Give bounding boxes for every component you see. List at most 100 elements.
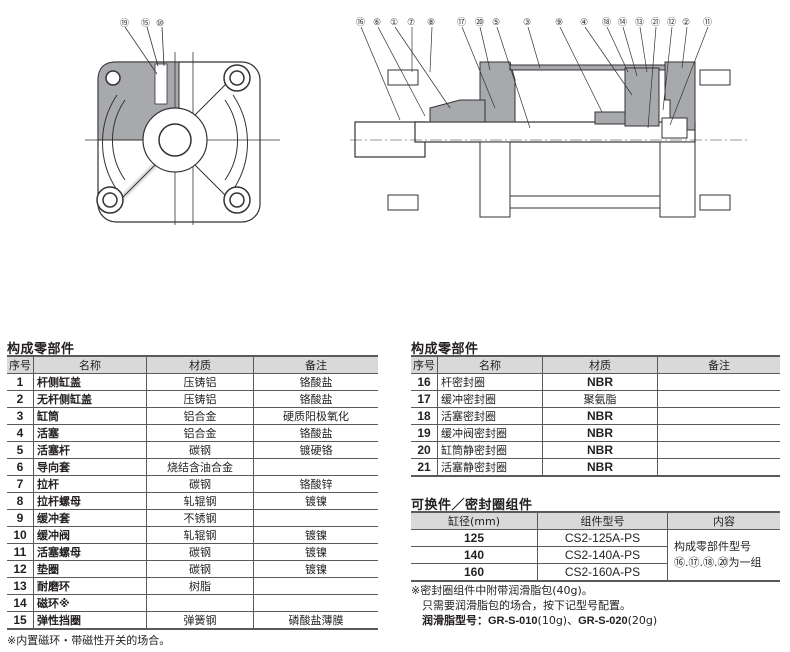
material-cell: 铝合金 (146, 407, 254, 425)
material-cell: 碳钢 (146, 560, 254, 578)
part-name-cell: 活塞 (33, 424, 147, 442)
kit-no-cell: CS2-125A-PS (537, 529, 668, 547)
row-number-cell: 2 (7, 390, 34, 408)
col-header-remark: 备注 (657, 355, 780, 374)
part-name-cell: 拉杆 (33, 475, 147, 493)
kit-no-cell: CS2-160A-PS (537, 563, 668, 582)
remark-cell (657, 424, 780, 442)
part-name-cell: 缸筒静密封圈 (437, 441, 543, 459)
row-number-cell: 3 (7, 407, 34, 425)
material-cell: 碳钢 (146, 543, 254, 561)
callout-11: ⑪ (703, 17, 712, 27)
material-cell: 聚氨脂 (542, 390, 658, 408)
row-number-cell: 6 (7, 458, 34, 476)
grease-model-2: GR-S-020 (578, 615, 628, 627)
part-name-cell: 活塞密封圈 (437, 407, 543, 425)
row-number-cell: 10 (7, 526, 34, 544)
material-cell: 轧辊钢 (146, 492, 254, 510)
row-number-cell: 18 (411, 407, 438, 425)
row-number-cell: 20 (411, 441, 438, 459)
callout-15: ⑮ (141, 18, 150, 28)
note-line-2: 只需要润滑脂包的场合，按下记型号配置。 (422, 599, 631, 612)
callout-21: ㉑ (651, 17, 660, 27)
remark-cell (253, 594, 378, 612)
col-header-no: 序号 (7, 355, 34, 374)
callout-9: ⑨ (555, 17, 563, 27)
callout-13: ⑬ (635, 17, 644, 27)
cylinder-front-view-drawing: ⑲ ⑮ ⑩ (85, 18, 280, 225)
parts-table-right-title: 构成零部件 (411, 342, 479, 357)
material-cell: 铝合金 (146, 424, 254, 442)
parts-table-left-title: 构成零部件 (7, 342, 75, 357)
remark-cell (657, 441, 780, 459)
row-number-cell: 19 (411, 424, 438, 442)
material-cell: 弹簧钢 (146, 611, 254, 630)
callout-3: ③ (523, 17, 531, 27)
content-line-1: 构成零部件型号 (674, 540, 751, 553)
part-name-cell: 缓冲阀 (33, 526, 147, 544)
remark-cell (657, 373, 780, 391)
callout-16: ⑯ (356, 17, 365, 27)
material-cell: 树脂 (146, 577, 254, 595)
part-name-cell: 缓冲阀密封圈 (437, 424, 543, 442)
callout-17: ⑰ (457, 17, 466, 27)
row-number-cell: 11 (7, 543, 34, 561)
remark-cell: 镀镍 (253, 543, 378, 561)
grease-label: 润滑脂型号： (422, 614, 488, 627)
bore-cell: 125 (411, 529, 538, 547)
remark-cell (253, 458, 378, 476)
material-cell: 不锈钢 (146, 509, 254, 527)
table-row: 125 CS2-125A-PS 构成零部件型号 ⑯.⑰.⑱.⑳为一组 (411, 529, 780, 582)
remark-cell (657, 458, 780, 477)
remark-cell: 铬酸盐 (253, 373, 378, 391)
callout-6: ⑥ (373, 17, 381, 27)
row-number-cell: 16 (411, 373, 438, 391)
callout-2: ② (682, 17, 690, 27)
material-cell: NBR (542, 424, 658, 442)
callout-1: ① (390, 17, 398, 27)
remark-cell (657, 407, 780, 425)
bore-cell: 140 (411, 546, 538, 564)
remark-cell (253, 577, 378, 595)
table-row: 140 CS2-140A-PS (411, 546, 780, 564)
col-header-material: 材质 (542, 355, 658, 374)
grease-sep: 、 (567, 614, 579, 627)
col-header-bore: 缸径(mm) (411, 511, 538, 530)
material-cell: NBR (542, 458, 658, 477)
row-number-cell: 13 (7, 577, 34, 595)
part-name-cell: 无杆侧缸盖 (33, 390, 147, 408)
note-line-3: 润滑脂型号：GR-S-010(10g)、GR-S-020(20g) (411, 613, 657, 629)
part-name-cell: 杆侧缸盖 (33, 373, 147, 391)
material-cell: 碳钢 (146, 441, 254, 459)
part-name-cell: 活塞静密封圈 (437, 458, 543, 477)
kit-no-cell: CS2-140A-PS (537, 546, 668, 564)
row-number-cell: 4 (7, 424, 34, 442)
table-header-row: 序号 名称 材质 备注 (411, 355, 780, 374)
material-cell: NBR (542, 373, 658, 391)
remark-cell: 铬酸锌 (253, 475, 378, 493)
remark-cell: 镀镍 (253, 526, 378, 544)
part-name-cell: 缓冲密封圈 (437, 390, 543, 408)
material-cell: 碳钢 (146, 475, 254, 493)
col-header-content: 内容 (667, 511, 780, 530)
cylinder-section-view-drawing: ⑯ ⑥ ① ⑦ ⑧ ⑰ ⑳ ⑤ ③ ⑨ ④ ⑱ ⑭ ⑬ ㉑ ⑫ ② ⑪ (350, 17, 750, 218)
row-number-cell: 8 (7, 492, 34, 510)
table-header-row: 序号 名称 材质 备注 (7, 355, 378, 374)
part-name-cell: 杆密封圈 (437, 373, 543, 391)
part-name-cell: 磁环※ (33, 594, 147, 612)
remark-cell: 镀镍 (253, 560, 378, 578)
row-number-cell: 9 (7, 509, 34, 527)
